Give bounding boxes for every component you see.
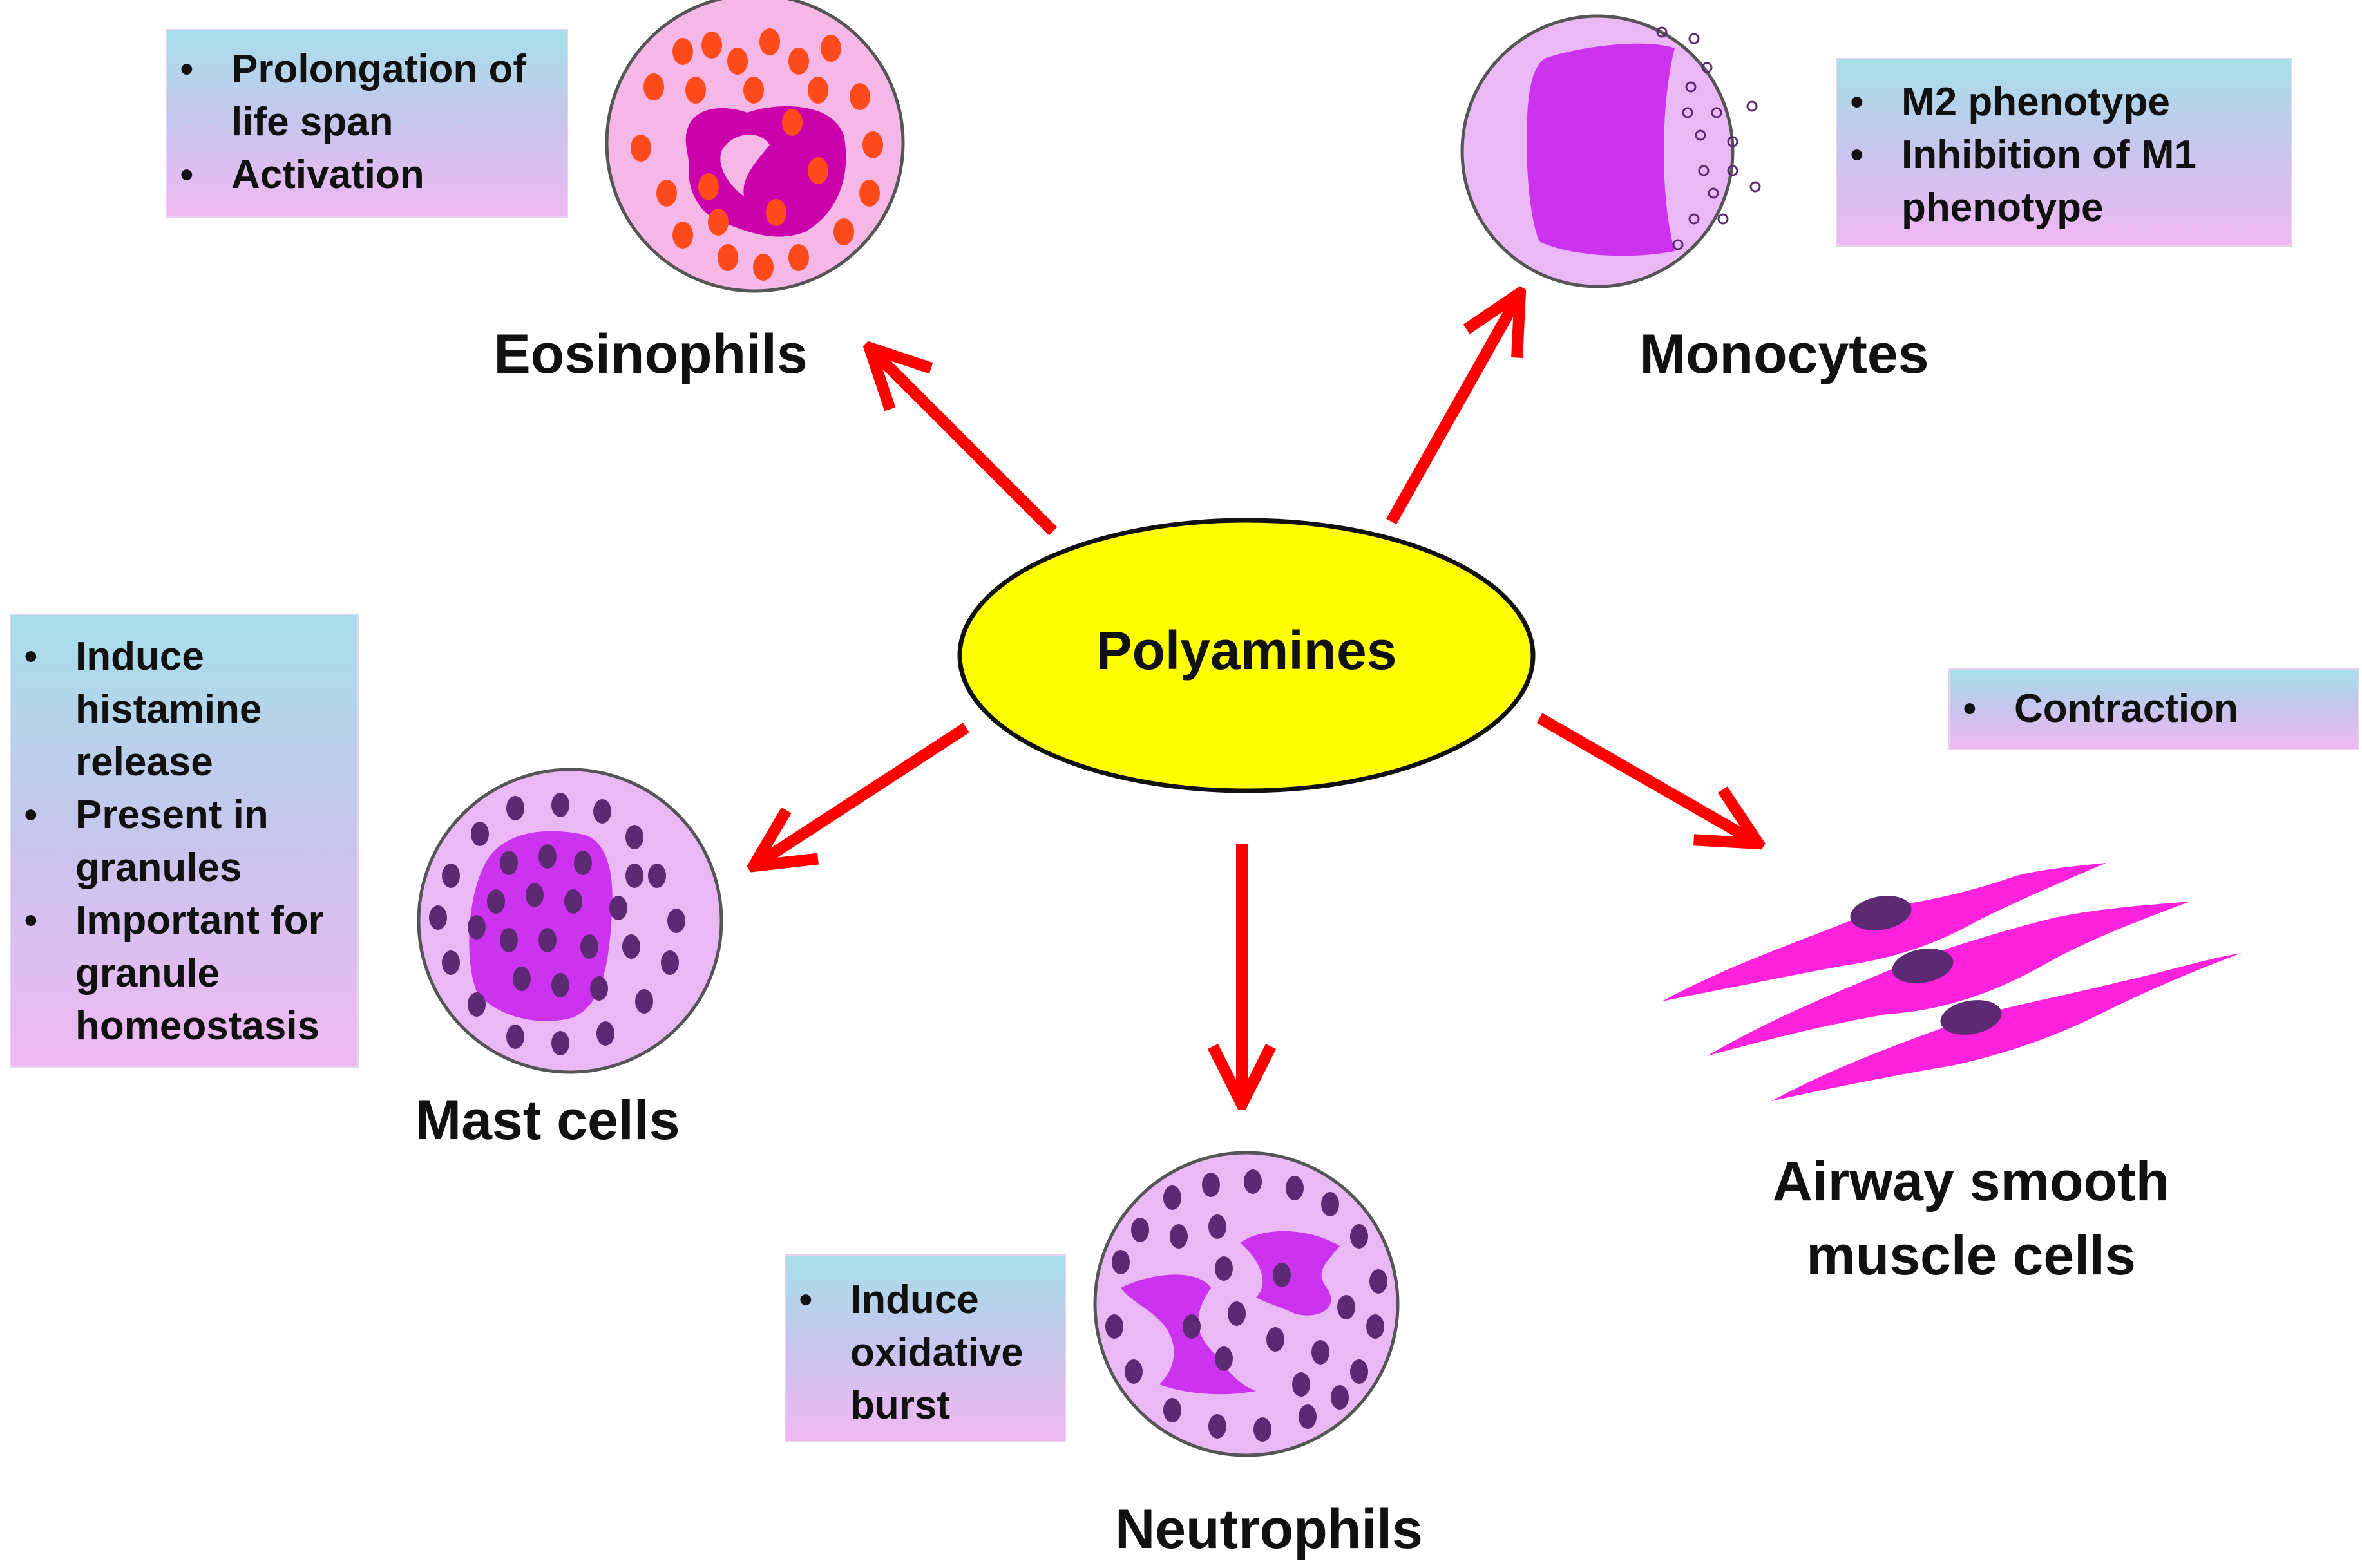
effect-item: Induce histamine release [24, 630, 351, 789]
effect-item: Inhibition of M1 phenotype [1850, 129, 2279, 234]
neutrophil-icon [1093, 1151, 1400, 1457]
arrow-to-eosinophils [870, 348, 1058, 536]
arrow-to-monocytes [1386, 293, 1520, 525]
monocytes-effects-list: M2 phenotype Inhibition of M1 phenotype [1837, 59, 2291, 234]
neutrophils-effects-box: Induce oxidative burst [785, 1254, 1066, 1442]
monocyte-icon [1460, 14, 1761, 288]
eosinophil-icon [605, 0, 905, 293]
neutrophils-label: Neutrophils [1115, 1498, 1423, 1560]
effect-item: Prolongation of life span [180, 43, 555, 149]
mast-cells-label: Mast cells [415, 1090, 680, 1151]
polyamines-label: Polyamines [1096, 620, 1397, 681]
effect-item: Present in granules [24, 789, 351, 894]
mast-cell-icon [417, 768, 723, 1074]
eosinophils-effects-box: Prolongation of life span Activation [166, 29, 568, 218]
monocytes-effects-box: M2 phenotype Inhibition of M1 phenotype [1836, 58, 2292, 247]
eosinophils-effects-list: Prolongation of life span Activation [167, 30, 567, 202]
smooth-muscle-cells-icon [1662, 863, 2242, 1101]
effect-item: M2 phenotype [1850, 76, 2279, 129]
effect-item: Induce oxidative burst [799, 1274, 1056, 1432]
effect-item: Important for granule homeostasis [24, 894, 351, 1053]
polyamines-ellipse [957, 518, 1536, 793]
mast-cells-effects-box: Induce histamine release Present in gran… [10, 614, 359, 1068]
effect-item: Contraction [1963, 683, 2349, 735]
mast-cells-effects-list: Induce histamine release Present in gran… [11, 615, 357, 1053]
arrow-to-mast-cells [754, 723, 969, 866]
airway-smooth-muscle-label-line1: Airway smooth [1772, 1151, 2170, 1213]
airway-smooth-muscle-label-line2: muscle cells [1806, 1225, 2136, 1287]
effect-item: Activation [180, 149, 555, 202]
neutrophils-effects-list: Induce oxidative burst [786, 1256, 1065, 1432]
smooth-muscle-effects-list: Contraction [1950, 670, 2358, 735]
monocytes-label: Monocytes [1639, 323, 1929, 385]
eosinophils-label: Eosinophils [493, 323, 808, 385]
smooth-muscle-effects-box: Contraction [1948, 668, 2359, 750]
arrow-to-smooth-muscle [1536, 713, 1758, 844]
